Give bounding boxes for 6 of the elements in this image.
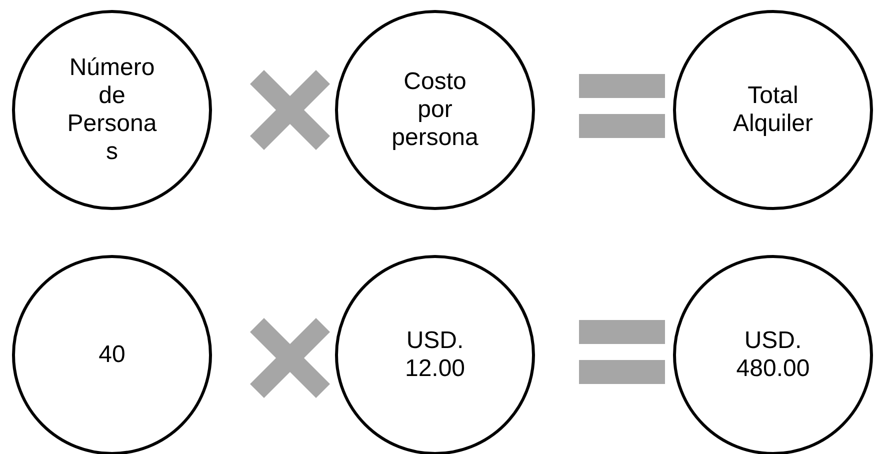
node-text: USD. 480.00 bbox=[735, 327, 811, 383]
node-text: USD. 12.00 bbox=[404, 327, 466, 383]
node-text: Total Alquiler bbox=[732, 82, 814, 138]
node-text: Costo por persona bbox=[390, 68, 480, 152]
node-text: 40 bbox=[98, 341, 126, 369]
node-text: Número de Personas bbox=[66, 54, 158, 166]
